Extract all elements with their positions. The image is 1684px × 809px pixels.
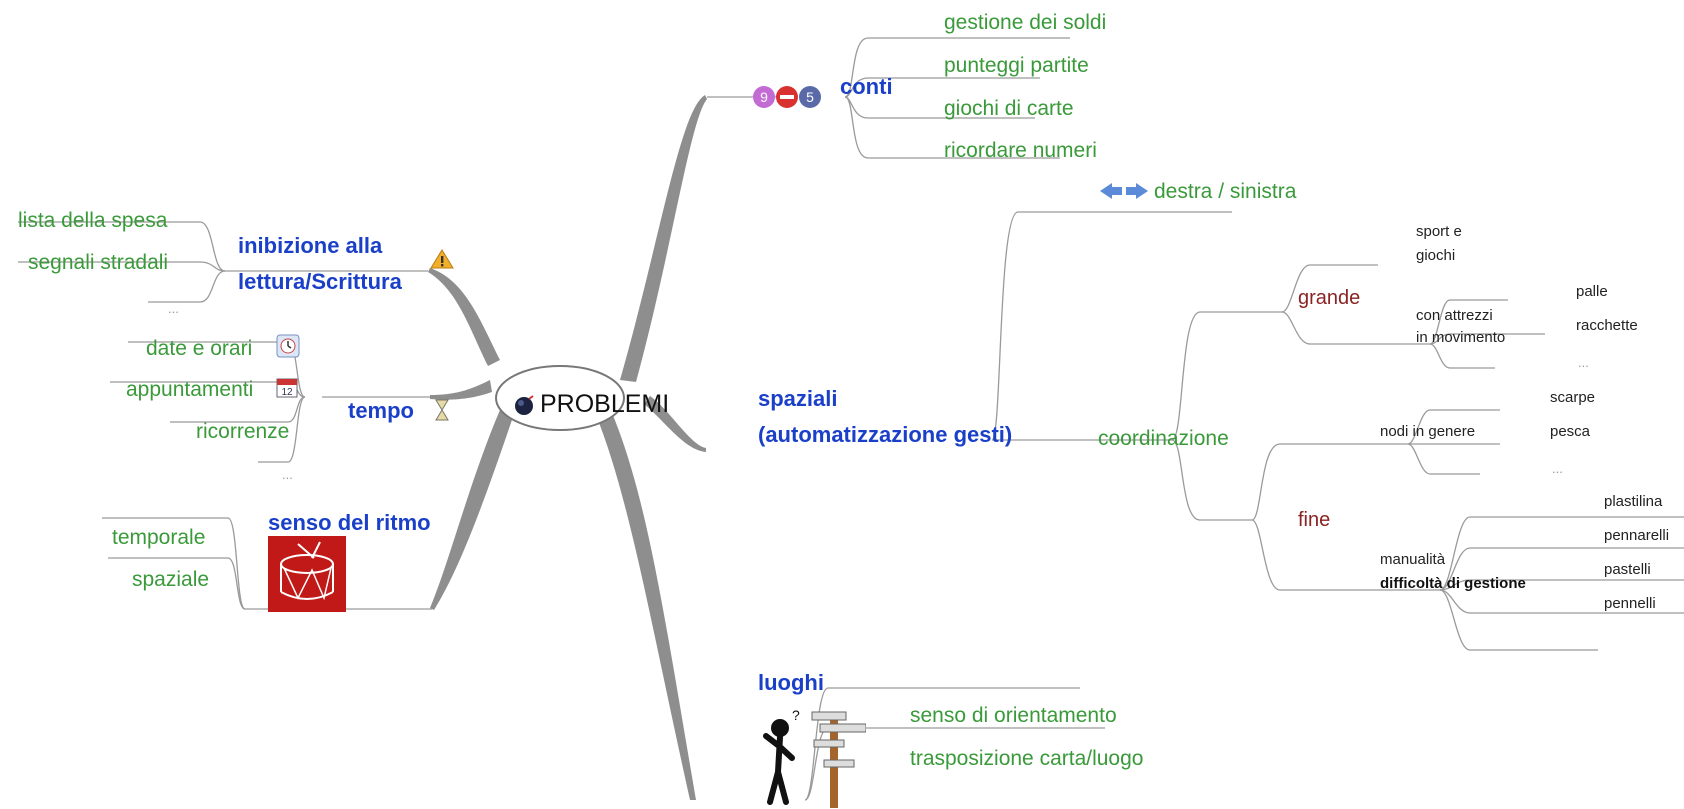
hourglass-icon	[434, 398, 450, 427]
tempo-label: tempo	[348, 398, 414, 423]
conti-item: giochi di carte	[944, 97, 1074, 120]
icon-digit-9: 9	[760, 89, 768, 105]
tempo-item: date e orari	[146, 337, 253, 360]
calendar-icon: 12	[276, 376, 298, 403]
attrezzi-item: racchette	[1576, 317, 1638, 334]
ritmo-item: temporale	[112, 526, 206, 549]
grande-label: grande	[1298, 287, 1361, 309]
luoghi-item: trasposizione carta/luogo	[910, 747, 1144, 770]
spaziali-label-2: (automatizzazione gesti)	[758, 422, 1013, 447]
trunk-branches	[428, 95, 707, 800]
icon-digit-5: 5	[806, 89, 814, 105]
spaziali-label-1: spaziali	[758, 386, 838, 411]
attrezzi-item: palle	[1576, 283, 1608, 300]
conti-item: gestione dei soldi	[944, 11, 1107, 34]
conti-label: conti	[840, 74, 893, 99]
inibizione-label-2: lettura/Scrittura	[238, 269, 402, 294]
manualita-item: pastelli	[1604, 561, 1651, 578]
tempo-item: ricorrenze	[196, 420, 290, 443]
luoghi-label: luoghi	[758, 670, 824, 695]
fine-label: fine	[1298, 509, 1331, 531]
manualita-label-1: manualità	[1380, 551, 1446, 568]
attrezzi-item: ...	[1578, 355, 1589, 370]
signpost-person-icon: ?	[758, 702, 867, 809]
attrezzi-label-1: con attrezzi	[1416, 307, 1493, 324]
tempo-item: ...	[282, 467, 293, 482]
tempo-item: appuntamenti	[126, 378, 254, 401]
numbers-minus-icon: 9 5	[752, 84, 824, 115]
inibizione-item: lista della spesa	[18, 209, 168, 232]
inibizione-label-1: inibizione alla	[238, 233, 383, 258]
bomb-icon	[514, 394, 536, 421]
destra-sinistra: destra / sinistra	[1154, 180, 1297, 203]
luoghi-item: senso di orientamento	[910, 704, 1117, 727]
warning-icon	[430, 248, 454, 275]
clock-calendar-icon	[276, 334, 300, 363]
attrezzi-label-2: in movimento	[1416, 329, 1506, 346]
drum-icon	[268, 536, 346, 617]
conti-item: ricordare numeri	[944, 139, 1097, 162]
inibizione-item: ...	[168, 301, 179, 316]
inibizione-item: segnali stradali	[28, 251, 169, 274]
conti-item: punteggi partite	[944, 54, 1089, 77]
arrows-icon	[1098, 180, 1150, 207]
sport-label-1: sport e	[1416, 223, 1462, 240]
center-label: PROBLEMI	[540, 390, 670, 418]
nodi-item: pesca	[1550, 423, 1591, 440]
calendar-number: 12	[281, 387, 293, 398]
manualita-item: plastilina	[1604, 493, 1663, 510]
nodi-label: nodi in genere	[1380, 423, 1476, 440]
nodi-item: ...	[1552, 461, 1563, 476]
manualita-item: pennarelli	[1604, 527, 1670, 544]
sport-label-2: giochi	[1416, 247, 1456, 264]
thin-branches	[18, 37, 1684, 801]
manualita-item: pennelli	[1604, 595, 1656, 612]
nodi-item: scarpe	[1550, 389, 1596, 406]
ritmo-item: spaziale	[132, 568, 210, 591]
question-mark-glyph: ?	[792, 707, 800, 723]
coordinazione-label: coordinazione	[1098, 427, 1229, 450]
ritmo-label: senso del ritmo	[268, 510, 431, 535]
manualita-label-2: difficoltà di gestione	[1380, 575, 1526, 592]
